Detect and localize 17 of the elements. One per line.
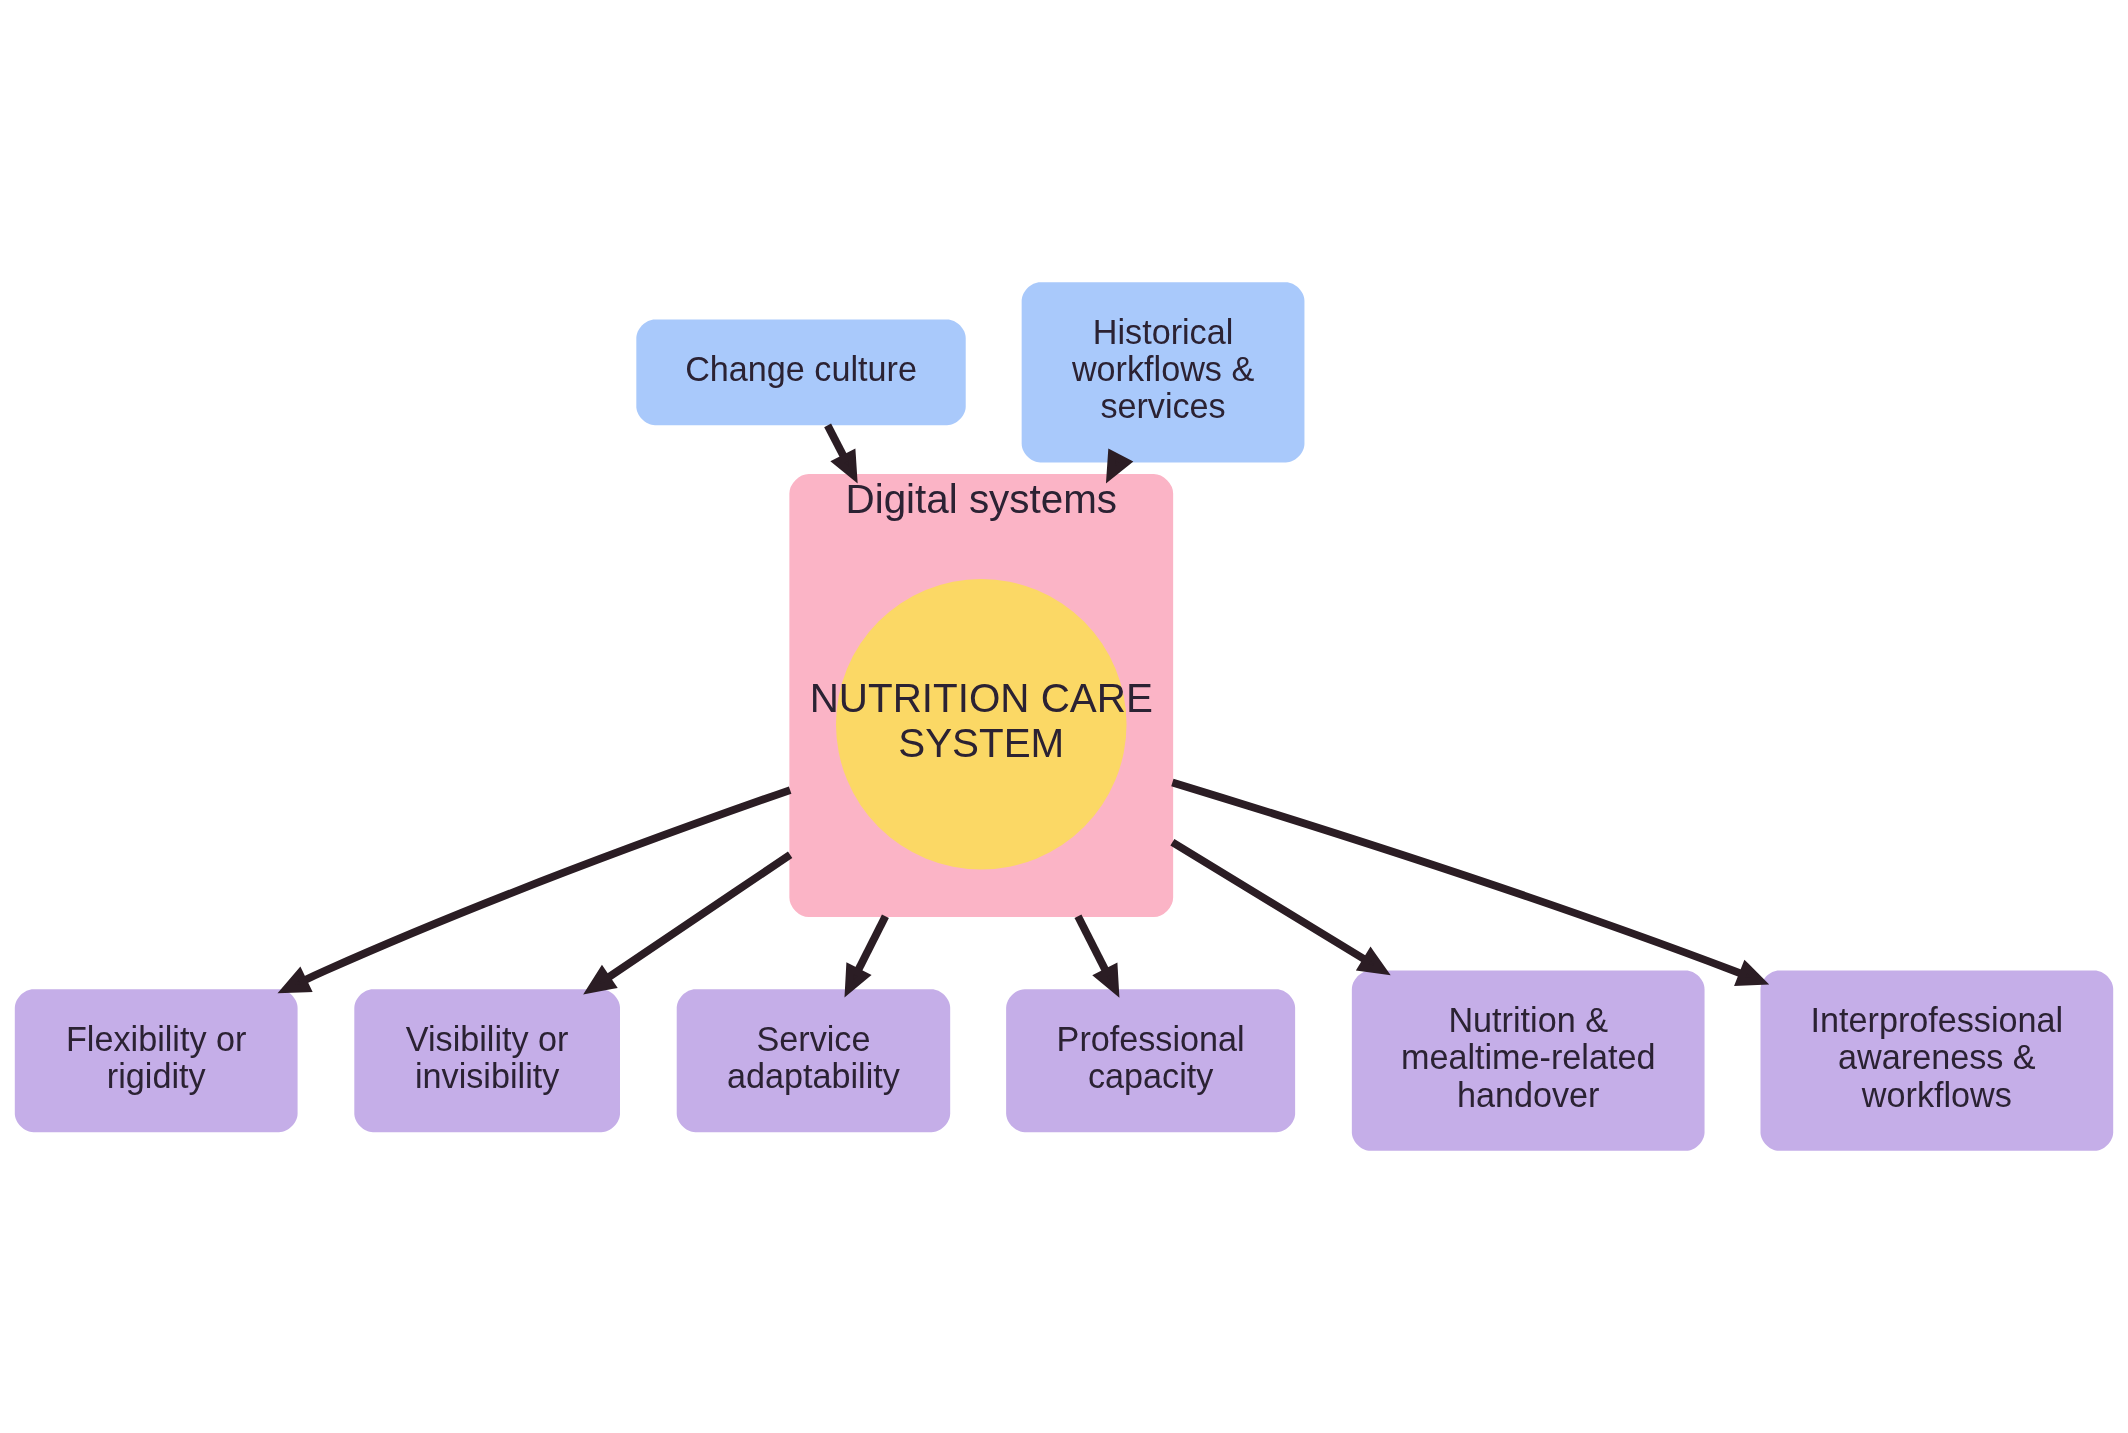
node-box: Visibility or invisibility [354,989,620,1133]
node-box: Change culture [636,319,966,426]
arrow [277,786,792,994]
arrow [1074,914,1120,998]
node-box: Historical workflows & services [1021,282,1305,463]
arrow [1105,448,1134,484]
node-box: Nutrition & mealtime-related handover [1351,970,1705,1151]
node-label: NUTRITION CARE [809,674,1153,721]
arrow [824,423,858,484]
node-box: Flexibility or rigidity [14,989,298,1133]
arrow [1171,778,1770,986]
node-box: Professional capacity [1006,989,1296,1133]
arrow [1170,838,1391,976]
arrow [844,914,889,998]
node-box: Interprofessional awareness & workflows [1760,970,2114,1151]
node-box: Service adaptability [676,989,951,1133]
arrow [583,851,793,995]
